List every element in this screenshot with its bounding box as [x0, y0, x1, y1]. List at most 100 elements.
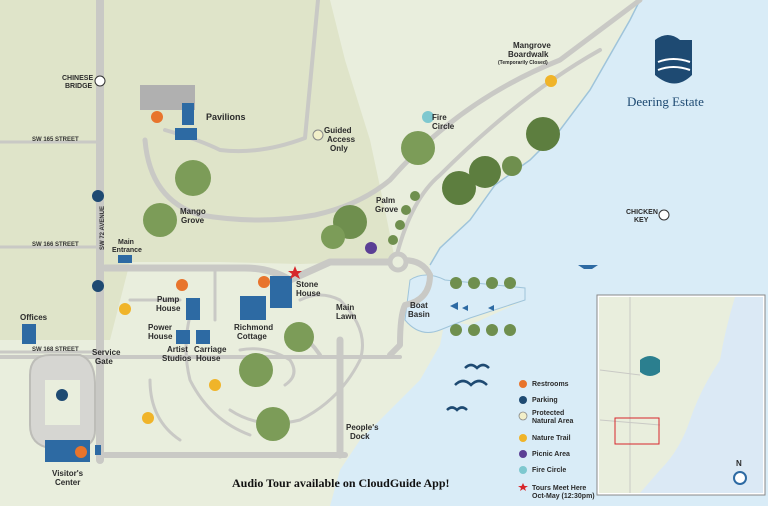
- parking-icon: [56, 389, 68, 401]
- inset-highlight-box: [614, 417, 660, 445]
- legend-picnic: Picnic Area: [532, 451, 570, 458]
- fire-circle-icon: [422, 111, 434, 123]
- peoples-dock-label-2: Dock: [350, 432, 370, 441]
- legend-tours: Tours Meet Here: [532, 485, 586, 492]
- brand-title: Deering Estate: [627, 94, 704, 109]
- main-entrance-label-1: Main: [118, 239, 134, 246]
- visitors-center-label-1: Visitor's: [52, 469, 84, 478]
- mangrove-label-1: Mangrove: [513, 41, 551, 50]
- fire-circle-icon: [519, 466, 527, 474]
- carriage-label-2: House: [196, 354, 221, 363]
- palm-grove-label-1: Palm: [376, 196, 395, 205]
- place-labels: CHINESE BRIDGE Pavilions Guided Access O…: [20, 41, 658, 487]
- legend-nature-trail: Nature Trail: [532, 435, 571, 442]
- service-gate-label-1: Service: [92, 348, 121, 357]
- pump-house-building: [186, 298, 200, 320]
- offices-building: [22, 324, 36, 344]
- street-label-sw72: SW 72 AVENUE: [100, 206, 106, 250]
- boat-basin-label-2: Basin: [408, 310, 430, 319]
- restroom-icon: [151, 111, 163, 123]
- main-entrance-label-2: Entrance: [112, 247, 142, 254]
- nature-trail-icon: [142, 412, 154, 424]
- chinese-bridge-label: CHINESE: [62, 75, 93, 82]
- nature-trail-icon: [519, 434, 527, 442]
- legend-protected-2: Natural Area: [532, 418, 573, 425]
- legend-fire-circle: Fire Circle: [532, 467, 566, 474]
- kayak-icon: [578, 265, 598, 269]
- offices-label: Offices: [20, 313, 48, 322]
- chinese-bridge-label-2: BRIDGE: [65, 83, 93, 90]
- parking-icon: [92, 190, 104, 202]
- bird-icon: [446, 363, 490, 412]
- guided-label-1: Guided: [324, 126, 352, 135]
- chicken-key-label-2: KEY: [634, 217, 649, 224]
- peoples-dock-label-1: People's: [346, 423, 379, 432]
- pavilions-label: Pavilions: [206, 112, 246, 122]
- map-legend: Restrooms Parking Protected Natural Area…: [518, 380, 595, 500]
- deering-estate-logo: Deering Estate: [627, 35, 704, 109]
- legend-tours-2: Oct-May (12:30pm): [532, 493, 595, 500]
- inset-map: N: [596, 294, 766, 496]
- palm-grove-label-2: Grove: [375, 205, 399, 214]
- parking-icon: [519, 396, 527, 404]
- nature-trail-icon: [119, 303, 131, 315]
- richmond-label-1: Richmond: [234, 323, 273, 332]
- chicken-key-arrow-icon: [658, 209, 670, 221]
- restroom-icon: [519, 380, 527, 388]
- parking-icon: [92, 280, 104, 292]
- power-house-label-2: House: [148, 332, 173, 341]
- north-label: N: [736, 459, 742, 468]
- street-label-sw166: SW 166 STREET: [32, 242, 79, 248]
- restroom-icon: [258, 276, 270, 288]
- restroom-icon: [75, 446, 87, 458]
- pump-house-label-1: Pump: [157, 295, 179, 304]
- legend-restrooms: Restrooms: [532, 381, 569, 388]
- tour-star-icon: [518, 483, 528, 491]
- visitor-parking-inner: [45, 380, 80, 425]
- stone-house-building: [270, 276, 292, 308]
- carriage-label-1: Carriage: [194, 345, 227, 354]
- mango-label-1: Mango: [180, 207, 206, 216]
- picnic-icon: [519, 450, 527, 458]
- artist-label-1: Artist: [167, 345, 188, 354]
- artist-label-2: Studios: [162, 354, 192, 363]
- power-house-building: [176, 330, 190, 344]
- legend-parking: Parking: [532, 397, 558, 404]
- mango-label-2: Grove: [181, 216, 205, 225]
- nature-trail-icon: [209, 379, 221, 391]
- north-compass-icon: [733, 471, 747, 485]
- richmond-cottage-building: [240, 296, 266, 320]
- mangrove-closed-label: (Temporarily Closed): [498, 60, 548, 66]
- mangrove-label-2: Boardwalk: [508, 50, 549, 59]
- main-entrance-building: [118, 255, 132, 263]
- boat-basin-water: [404, 274, 526, 333]
- legend-protected: Protected: [532, 410, 564, 417]
- power-house-label-1: Power: [148, 323, 172, 332]
- service-gate-label-2: Gate: [95, 357, 113, 366]
- street-label-sw165: SW 165 STREET: [32, 137, 79, 143]
- fire-circle-label-1: Fire: [432, 113, 447, 122]
- protected-area-icon: [518, 411, 528, 421]
- guided-label-3: Only: [330, 144, 348, 153]
- protected-area-icon: [312, 129, 324, 141]
- main-lawn-label-1: Main: [336, 303, 354, 312]
- boat-basin-label-1: Boat: [410, 301, 428, 310]
- main-lawn-label-2: Lawn: [336, 312, 357, 321]
- richmond-label-2: Cottage: [237, 332, 267, 341]
- fire-circle-label-2: Circle: [432, 122, 455, 131]
- poi-icons: [56, 75, 670, 458]
- tour-star-icon: [288, 266, 302, 279]
- stone-house-label-2: House: [296, 289, 321, 298]
- pump-house-label-2: House: [156, 304, 181, 313]
- picnic-icon: [365, 242, 377, 254]
- nature-trail-icon: [545, 75, 557, 87]
- street-label-sw168: SW 168 STREET: [32, 347, 79, 353]
- tree-clusters: [143, 117, 560, 441]
- chinese-bridge-arrow-icon: [94, 75, 106, 87]
- guided-label-2: Access: [327, 135, 356, 144]
- chicken-key-label-1: CHICKEN: [626, 209, 658, 216]
- stone-house-label-1: Stone: [296, 280, 319, 289]
- audio-tour-banner: Audio Tour available on CloudGuide App!: [232, 476, 450, 490]
- visitors-center-label-2: Center: [55, 478, 80, 487]
